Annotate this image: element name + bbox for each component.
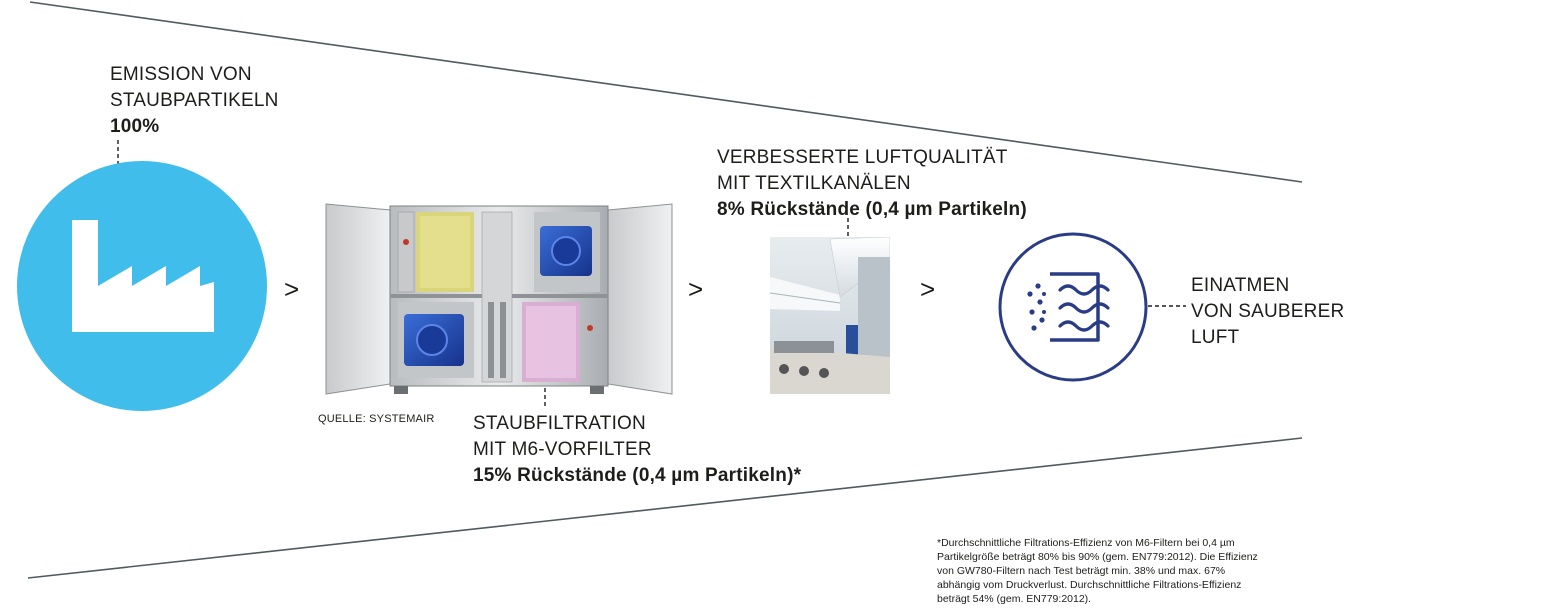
textile-label: VERBESSERTE LUFTQUALITÄT MIT TEXTILKANÄL… [717,145,1027,223]
funnel-bottom-line [27,437,1303,579]
clean-air-line2: VON SAUBERER [1191,301,1345,322]
filtration-label: STAUBFILTRATION MIT M6-VORFILTER 15% Rüc… [473,411,801,489]
funnel-top-line [29,1,1303,183]
filtration-line1: STAUBFILTRATION [473,413,646,434]
arrow-3: > [920,274,936,304]
footnote-line2: Partikelgröße beträgt 80% bis 90% (gem. … [937,551,1258,563]
clean-air-line3: LUFT [1191,327,1240,348]
emission-label: EMISSION VON STAUBPARTIKELN 100% [110,62,279,140]
arrow-1: > [284,274,300,304]
footnote-line1: *Durchschnittliche Filtrations-Effizienz… [937,537,1235,549]
ventilation-unit-photo [325,203,673,395]
footnote: *Durchschnittliche Filtrations-Effizienz… [937,536,1258,606]
textile-line1: VERBESSERTE LUFTQUALITÄT [717,147,1008,168]
filtration-line2: MIT M6-VORFILTER [473,439,652,460]
arrow-2: > [688,274,704,304]
filtration-source: QUELLE: SYSTEMAIR [318,413,435,425]
textile-value: 8% Rückstände (0,4 µm Partikeln) [717,199,1027,220]
emission-value: 100% [110,116,160,137]
textile-line2: MIT TEXTILKANÄLEN [717,173,911,194]
footnote-line3: von GW780-Filtern nach Test beträgt min.… [937,565,1226,577]
footnote-line4: abhängig vom Druckverlust. Durchschnittl… [937,579,1242,591]
clean-air-line1: EINATMEN [1191,275,1290,296]
clean-air-label: EINATMEN VON SAUBERER LUFT [1191,273,1344,351]
footnote-line5: beträgt 54% (gem. EN779:2012). [937,593,1092,605]
factory-icon [17,161,267,411]
emission-line2: STAUBPARTIKELN [110,90,279,111]
textile-duct-room-photo [770,237,890,394]
filtration-value: 15% Rückstände (0,4 µm Partikeln)* [473,465,802,486]
air-filter-icon [998,232,1148,382]
emission-line1: EMISSION VON [110,64,252,85]
